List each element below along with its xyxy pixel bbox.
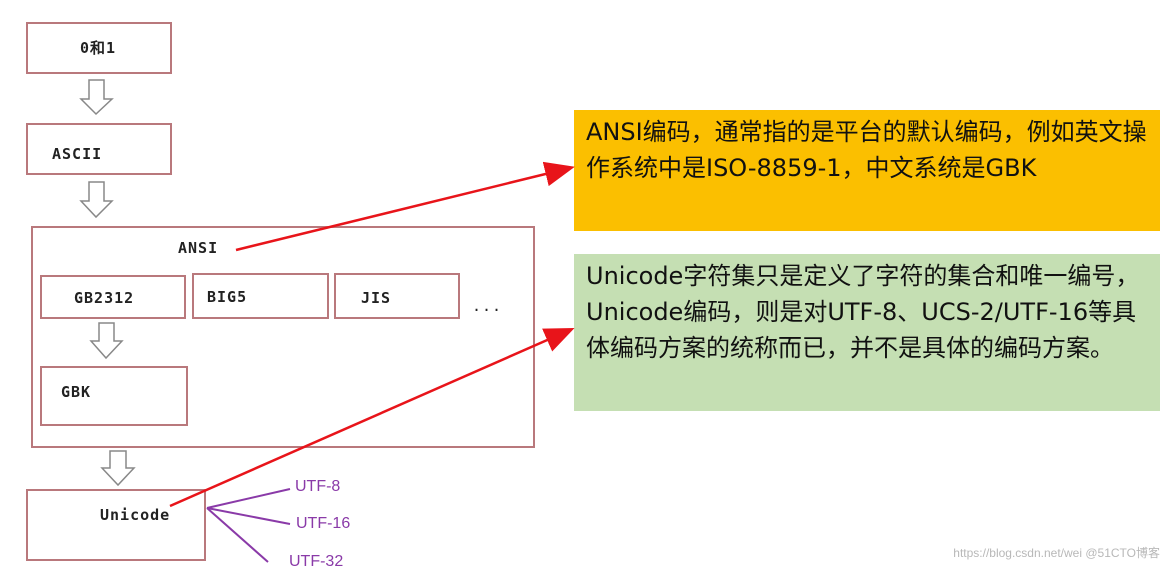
down-arrow-ansi-unicode xyxy=(100,450,136,487)
down-arrow-binary-ascii xyxy=(79,79,114,116)
gb2312-box xyxy=(40,275,186,319)
down-arrow-gb2312-gbk xyxy=(89,322,124,360)
unicode-to-utf8-line xyxy=(206,488,291,509)
gbk-label: GBK xyxy=(61,383,92,401)
down-arrow-ascii-ansi xyxy=(79,181,114,219)
ansi-label: ANSI xyxy=(178,239,219,257)
unicode-to-utf32-line xyxy=(206,507,269,563)
ascii-label: ASCII xyxy=(52,145,103,163)
jis-label: JIS xyxy=(361,289,392,307)
ascii-box xyxy=(26,123,172,175)
binary-label: 0和1 xyxy=(80,39,117,57)
ansi-note: ANSI编码，通常指的是平台的默认编码，例如英文操作系统中是ISO-8859-1… xyxy=(574,110,1160,231)
utf-16-label: UTF-16 xyxy=(296,515,351,532)
utf-32-label: UTF-32 xyxy=(289,553,344,570)
binary-box xyxy=(26,22,172,74)
gbk-box xyxy=(40,366,188,426)
unicode-box xyxy=(26,489,206,561)
big5-label: BIG5 xyxy=(207,288,248,306)
unicode-to-note-arrow xyxy=(169,327,575,508)
gb2312-label: GB2312 xyxy=(74,289,135,307)
watermark: https://blog.csdn.net/wei @51CTO博客 xyxy=(953,546,1160,560)
big5-box xyxy=(192,273,329,319)
more-encodings-ellipsis: ... xyxy=(472,297,503,315)
unicode-label: Unicode xyxy=(100,506,171,524)
unicode-to-utf16-line xyxy=(206,507,291,525)
unicode-note: Unicode字符集只是定义了字符的集合和唯一编号，Unicode编码，则是对U… xyxy=(574,254,1160,411)
jis-box xyxy=(334,273,460,319)
ansi-to-note-arrow xyxy=(235,161,575,252)
utf-8-label: UTF-8 xyxy=(295,478,341,495)
